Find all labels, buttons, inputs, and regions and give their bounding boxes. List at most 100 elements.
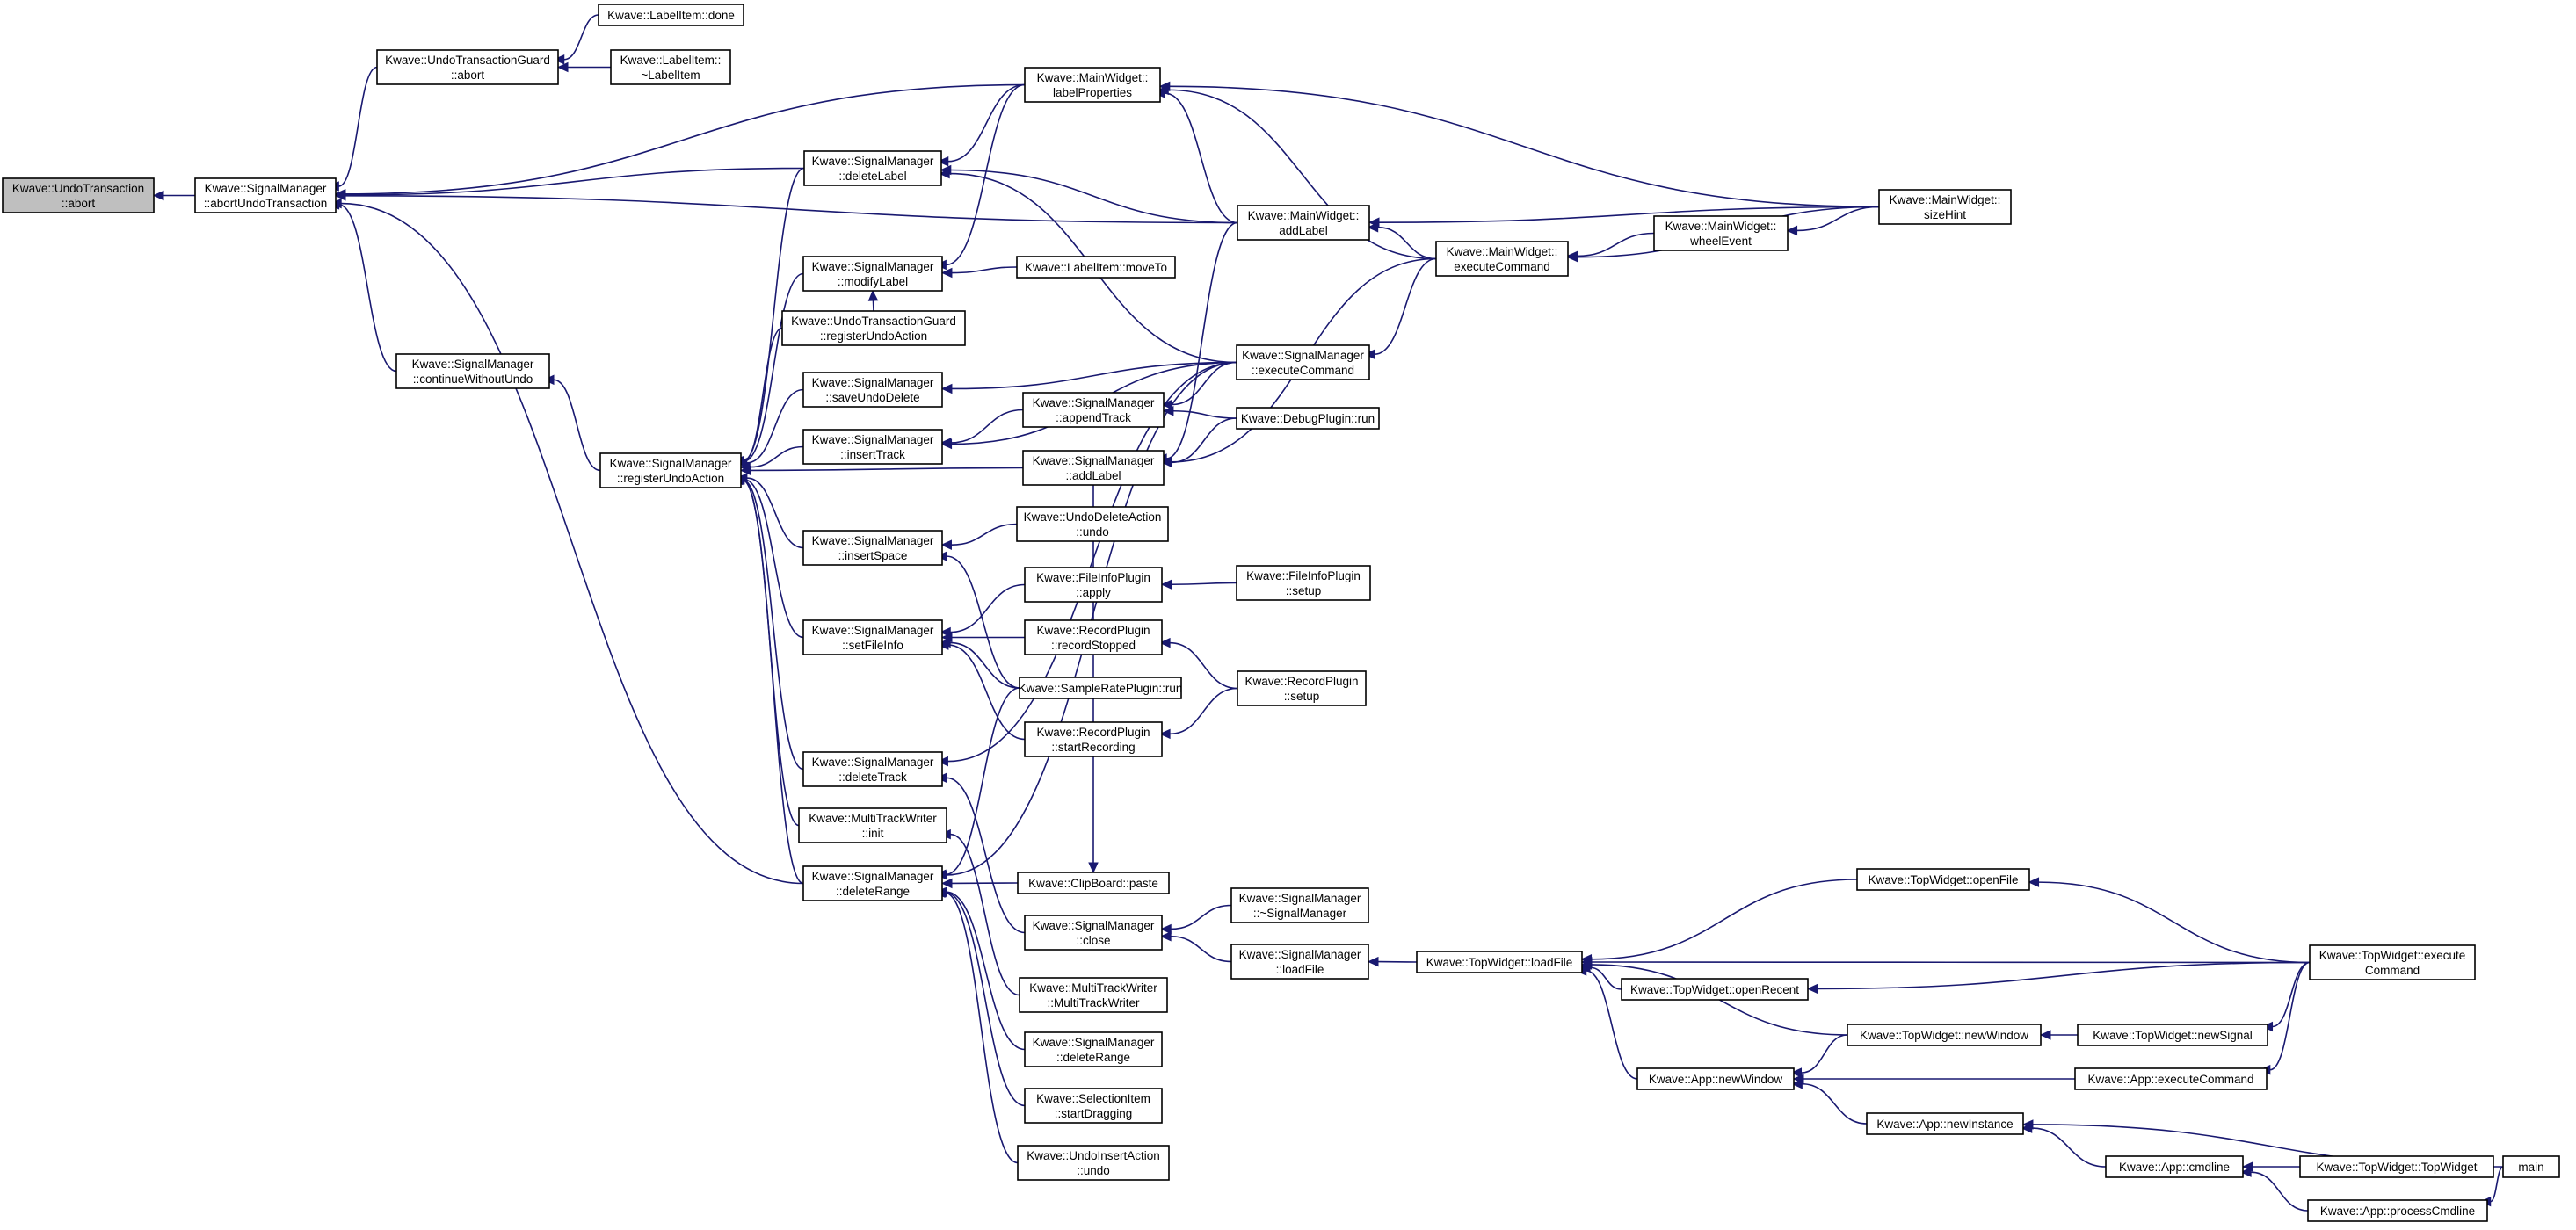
node-n4[interactable]: Kwave::LabelItem::~LabelItem xyxy=(610,49,731,85)
node-n17[interactable]: Kwave::SignalManager::appendTrack xyxy=(1022,392,1165,428)
node-label: ::setFileInfo xyxy=(842,639,903,652)
node-label: Kwave::FileInfoPlugin xyxy=(1036,571,1150,584)
node-n43[interactable]: Kwave::TopWidget::newWindow xyxy=(1847,1024,2042,1046)
node-n53[interactable]: Kwave::UndoInsertAction::undo xyxy=(1017,1145,1170,1181)
node-n41[interactable]: Kwave::TopWidget::openRecent xyxy=(1621,978,1809,1001)
node-n3[interactable]: Kwave::LabelItem::done xyxy=(598,4,744,26)
node-n54[interactable]: Kwave::App::processCmdline xyxy=(2307,1199,2488,1222)
node-n51[interactable]: Kwave::App::cmdline xyxy=(2105,1155,2244,1178)
node-n32[interactable]: Kwave::MultiTrackWriter::init xyxy=(798,807,947,843)
edge-n33-n20 xyxy=(731,474,804,885)
node-label: Kwave::UndoTransaction xyxy=(12,182,144,195)
node-n30[interactable]: Kwave::RecordPlugin::startRecording xyxy=(1024,721,1163,757)
node-label: Kwave::SignalManager xyxy=(812,756,934,769)
node-n19[interactable]: Kwave::SignalManager::insertTrack xyxy=(802,429,943,465)
node-label: executeCommand xyxy=(1454,260,1550,273)
node-box xyxy=(1016,256,1176,279)
node-n16[interactable]: Kwave::SignalManager::executeCommand xyxy=(1236,344,1370,380)
edge-n25-n24 xyxy=(1160,579,1237,590)
edge-n37-n36 xyxy=(1159,930,1232,963)
node-n46[interactable]: Kwave::App::newWindow xyxy=(1636,1067,1795,1090)
node-box xyxy=(802,256,943,292)
node-n45[interactable]: Kwave::SignalManager::deleteRange xyxy=(1024,1031,1163,1067)
node-label: Kwave::SignalManager xyxy=(1239,948,1361,961)
node-box xyxy=(2077,1024,2268,1046)
node-n21[interactable]: Kwave::SignalManager::addLabel xyxy=(1022,450,1165,486)
node-label: Kwave::TopWidget::openFile xyxy=(1868,873,2018,886)
node-label: Kwave::RecordPlugin xyxy=(1244,675,1358,688)
node-n34[interactable]: Kwave::ClipBoard::paste xyxy=(1017,872,1170,894)
node-n35[interactable]: Kwave::SignalManager::~SignalManager xyxy=(1230,887,1369,923)
node-box xyxy=(598,4,744,26)
node-n8[interactable]: Kwave::MainWidget::sizeHint xyxy=(1878,189,2012,225)
node-n20[interactable]: Kwave::SignalManager::registerUndoAction xyxy=(599,452,742,488)
edge-n2-n1 xyxy=(328,66,378,192)
node-label: Kwave::LabelItem:: xyxy=(620,54,722,67)
node-box xyxy=(1016,506,1169,542)
node-n1[interactable]: Kwave::SignalManager::abortUndoTransacti… xyxy=(194,177,337,213)
node-box xyxy=(1621,978,1809,1001)
node-n42[interactable]: Kwave::MultiTrackWriter::MultiTrackWrite… xyxy=(1019,977,1168,1013)
node-n31[interactable]: Kwave::SignalManager::deleteTrack xyxy=(802,751,943,787)
node-box xyxy=(395,353,550,389)
node-n47[interactable]: Kwave::App::executeCommand xyxy=(2074,1067,2268,1090)
node-box xyxy=(1636,1067,1795,1090)
node-box xyxy=(1024,1031,1163,1067)
node-label: Command xyxy=(2365,964,2420,977)
node-n2[interactable]: Kwave::UndoTransactionGuard::abort xyxy=(376,49,559,85)
node-n7[interactable]: Kwave::MainWidget::addLabel xyxy=(1237,205,1370,241)
node-label: Kwave::SignalManager xyxy=(812,433,934,446)
node-n39[interactable]: Kwave::TopWidget::openFile xyxy=(1856,868,2030,891)
node-n13[interactable]: Kwave::UndoTransactionGuard::registerUnd… xyxy=(781,310,966,346)
node-n36[interactable]: Kwave::SignalManager::close xyxy=(1024,915,1163,951)
node-label: Kwave::SelectionItem xyxy=(1036,1092,1150,1105)
node-label: Kwave::SignalManager xyxy=(412,358,534,371)
node-n27[interactable]: Kwave::RecordPlugin::recordStopped xyxy=(1024,619,1163,655)
node-n23[interactable]: Kwave::SignalManager::insertSpace xyxy=(802,530,943,566)
node-n28[interactable]: Kwave::SampleRatePlugin::run xyxy=(1019,676,1183,699)
node-n14[interactable]: Kwave::SignalManager::continueWithoutUnd… xyxy=(395,353,550,389)
node-n22[interactable]: Kwave::UndoDeleteAction::undo xyxy=(1016,506,1169,542)
edge-n14-n1 xyxy=(328,199,397,373)
node-label: Kwave::TopWidget::newWindow xyxy=(1860,1029,2028,1042)
node-n49[interactable]: Kwave::App::newInstance xyxy=(1866,1112,2024,1135)
node-label: ::appendTrack xyxy=(1056,411,1131,424)
edge-n39-n38 xyxy=(1580,879,1858,965)
node-n18[interactable]: Kwave::DebugPlugin::run xyxy=(1236,407,1380,430)
node-n38[interactable]: Kwave::TopWidget::loadFile xyxy=(1416,951,1583,973)
node-label: ::init xyxy=(862,827,884,840)
node-n33[interactable]: Kwave::SignalManager::deleteRange xyxy=(802,865,943,901)
node-label: Kwave::SignalManager xyxy=(205,182,327,195)
node-n11[interactable]: Kwave::SignalManager::modifyLabel xyxy=(802,256,943,292)
node-n50[interactable]: main xyxy=(2502,1155,2560,1178)
edge-n9-n16 xyxy=(1363,257,1437,360)
node-n52[interactable]: Kwave::TopWidget::TopWidget xyxy=(2299,1155,2494,1178)
node-box xyxy=(2,177,155,213)
node-n10[interactable]: Kwave::MainWidget::wheelEvent xyxy=(1653,215,1789,251)
edge-n33-n1 xyxy=(330,198,804,885)
node-box xyxy=(1236,407,1380,430)
node-n37[interactable]: Kwave::SignalManager::loadFile xyxy=(1230,944,1369,980)
node-n29[interactable]: Kwave::RecordPlugin::setup xyxy=(1237,670,1367,706)
node-n9[interactable]: Kwave::MainWidget::executeCommand xyxy=(1435,241,1569,277)
node-label: Kwave::TopWidget::execute xyxy=(2319,949,2466,962)
node-label: Kwave::MainWidget:: xyxy=(1665,220,1777,233)
node-label: ::registerUndoAction xyxy=(617,472,724,485)
node-n5[interactable]: Kwave::MainWidget::labelProperties xyxy=(1024,67,1161,103)
node-label: ::setup xyxy=(1286,584,1322,597)
node-n26[interactable]: Kwave::SignalManager::setFileInfo xyxy=(802,619,943,655)
node-n12[interactable]: Kwave::LabelItem::moveTo xyxy=(1016,256,1176,279)
node-n25[interactable]: Kwave::FileInfoPlugin::setup xyxy=(1236,565,1371,601)
node-label: Kwave::ClipBoard::paste xyxy=(1028,877,1158,890)
node-n40[interactable]: Kwave::TopWidget::executeCommand xyxy=(2309,944,2476,980)
node-n24[interactable]: Kwave::FileInfoPlugin::apply xyxy=(1024,567,1163,603)
node-n6[interactable]: Kwave::SignalManager::deleteLabel xyxy=(803,150,942,186)
node-n48[interactable]: Kwave::SelectionItem::startDragging xyxy=(1024,1088,1163,1124)
node-n15[interactable]: Kwave::SignalManager::saveUndoDelete xyxy=(802,372,943,408)
node-box xyxy=(194,177,337,213)
edge-n44-n43 xyxy=(2039,1030,2078,1040)
node-n0[interactable]: Kwave::UndoTransaction::abort xyxy=(2,177,155,213)
node-n44[interactable]: Kwave::TopWidget::newSignal xyxy=(2077,1024,2268,1046)
edge-n15-n20 xyxy=(736,388,804,468)
